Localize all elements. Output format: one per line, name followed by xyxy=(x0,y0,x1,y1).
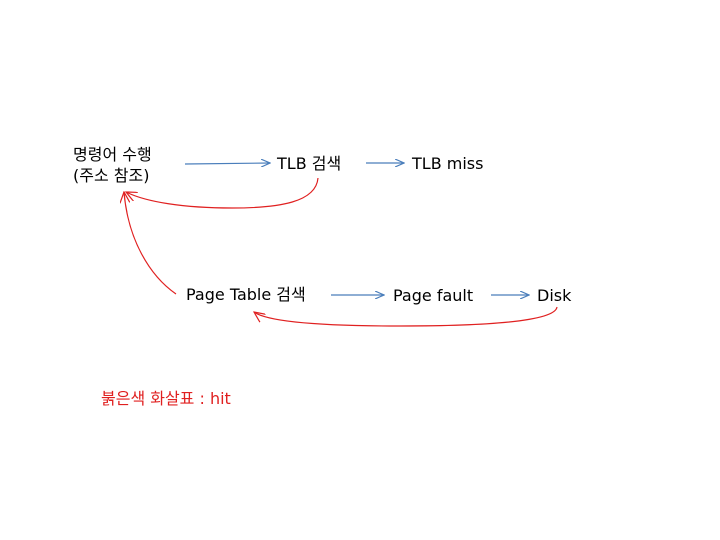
node-disk: Disk xyxy=(537,286,572,305)
hit-arrow-tlb-to-instruction xyxy=(126,177,319,209)
node-page-fault: Page fault xyxy=(393,286,474,305)
node-tlb-miss: TLB miss xyxy=(412,154,484,173)
node-tlb-search: TLB 검색 xyxy=(277,154,342,173)
node-page-table-search: Page Table 검색 xyxy=(186,285,306,304)
hit-arrow-page-table-to-instruction xyxy=(124,192,177,295)
node-address-reference: (주소 참조) xyxy=(73,166,150,185)
arrow-instruction-to-tlb-search xyxy=(184,163,270,164)
legend-red-arrow-hit: 붉은색 화살표 : hit xyxy=(101,389,231,408)
node-instruction-execute: 명령어 수행 xyxy=(73,145,152,164)
hit-arrow-disk-to-page-table xyxy=(254,306,558,327)
